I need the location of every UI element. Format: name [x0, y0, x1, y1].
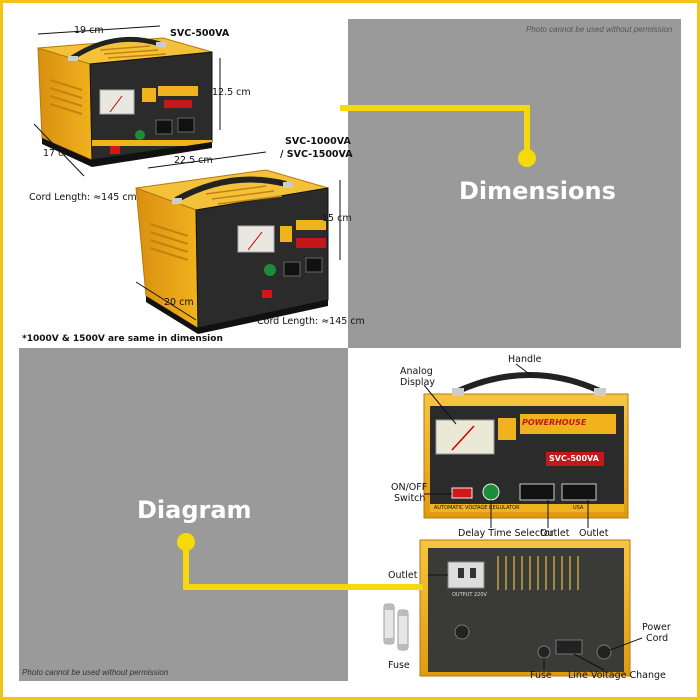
made-in-label: USA — [573, 505, 584, 511]
on-off-callout-1: ON/OFF — [391, 482, 428, 493]
callout-lines — [423, 363, 643, 671]
large-model-line1: SVC-1000VA — [285, 136, 351, 147]
diagram-title: Diagram — [137, 496, 252, 524]
watermark-top: Photo cannot be used without permission — [526, 25, 673, 34]
analog-display-callout-2: Display — [400, 377, 436, 388]
dimensions-label-panel — [348, 19, 681, 348]
diagram-label-panel — [19, 348, 348, 681]
front-view-drawing — [423, 372, 629, 519]
brand-logo-text: POWERHOUSE — [522, 418, 587, 427]
small-depth-label: 17 cm — [43, 148, 73, 159]
large-depth-label: 20 cm — [164, 297, 194, 308]
small-unit-drawing — [37, 36, 213, 167]
outlet-front-callout-1: Outlet — [540, 528, 570, 539]
dimensions-connector-v — [524, 105, 530, 155]
delay-time-callout: Delay Time Selector — [458, 528, 554, 539]
output-label: OUTPUT 220V — [452, 592, 487, 598]
power-cord-callout-2: Cord — [646, 633, 669, 644]
large-cord-label: Cord Length: ≈145 cm — [257, 316, 365, 327]
diagram-connector-dot — [177, 533, 195, 551]
large-unit-drawing — [135, 169, 329, 334]
large-height-label: 15 cm — [322, 213, 352, 224]
outlet-front-callout-2: Outlet — [579, 528, 609, 539]
dimension-footnote: *1000V & 1500V are same in dimension — [22, 334, 223, 344]
dimensions-connector-dot — [518, 149, 536, 167]
small-cord-label: Cord Length: ≈145 cm — [29, 192, 137, 203]
dimensions-connector-h — [340, 105, 528, 111]
fuse-callout-left: Fuse — [388, 660, 410, 671]
handle-callout: Handle — [508, 354, 542, 365]
diagram-connector-h — [183, 584, 423, 590]
watermark-bottom: Photo cannot be used without permission — [22, 668, 169, 677]
small-height-label: 12.5 cm — [212, 87, 251, 98]
dimensions-title: Dimensions — [459, 177, 616, 205]
fuse-callout-back: Fuse — [530, 670, 552, 681]
small-model-label: SVC-500VA — [170, 28, 230, 39]
fuse-drawing — [383, 603, 409, 651]
large-width-label: 22.5 cm — [174, 155, 213, 166]
panel-title: AUTOMATIC VOLTAGE REGULATOR — [434, 505, 520, 511]
small-width-label: 19 cm — [74, 25, 104, 36]
back-view-drawing — [419, 539, 631, 677]
power-cord-callout-1: Power — [642, 622, 671, 633]
model-badge: SVC-500VA — [549, 454, 599, 463]
dimension-arrows — [33, 25, 341, 321]
diagram-connector-v — [183, 545, 189, 589]
line-voltage-callout: Line Voltage Change — [568, 670, 666, 681]
analog-display-callout-1: Analog — [400, 366, 433, 377]
on-off-callout-2: Switch — [394, 493, 426, 504]
large-model-line2: / SVC-1500VA — [280, 149, 353, 160]
outlet-back-callout: Outlet — [388, 570, 418, 581]
